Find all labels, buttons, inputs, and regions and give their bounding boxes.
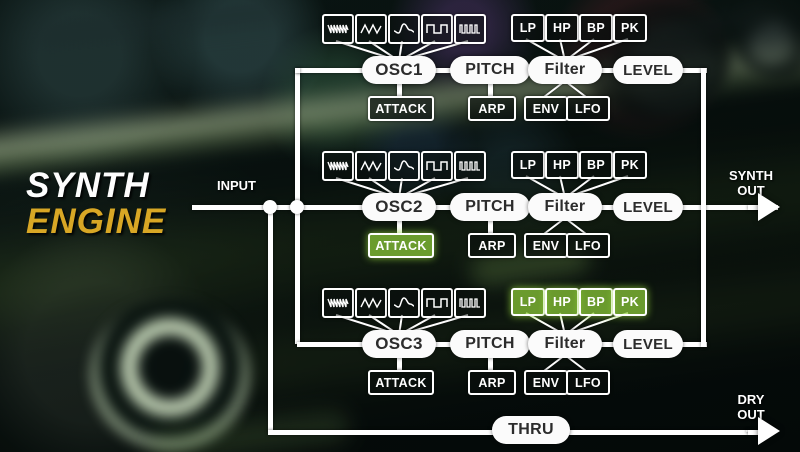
- level2-to-synth-out: [681, 205, 778, 210]
- row2-filter-mode-lp[interactable]: LP: [511, 151, 545, 179]
- row2-osc-to-attack: [397, 217, 402, 233]
- dry-out-line1: DRY: [737, 392, 765, 407]
- logo-line-engine: ENGINE: [26, 202, 167, 241]
- input-junction-node-1: [263, 200, 277, 214]
- waveform-triangle-icon[interactable]: [355, 288, 387, 318]
- row2-filter-mode-pk[interactable]: PK: [613, 151, 647, 179]
- osc3-to-pitch: [434, 342, 452, 347]
- row3-filter-mod-lfo[interactable]: LFO: [566, 370, 610, 395]
- row2-pitch-to-arp: [488, 217, 493, 233]
- row2-attack-button[interactable]: ATTACK: [368, 233, 434, 258]
- waveform-sawtooth-icon[interactable]: [322, 14, 354, 44]
- row1-pitch-to-arp: [488, 80, 493, 96]
- osc3-input-wire: [297, 342, 366, 347]
- brand-logo: SYNTH ENGINE: [26, 168, 166, 239]
- waveform-sine-icon[interactable]: [388, 151, 420, 181]
- waveform-square-icon[interactable]: [421, 288, 453, 318]
- row3-level-block[interactable]: LEVEL: [613, 330, 683, 358]
- row1-attack-button[interactable]: ATTACK: [368, 96, 434, 121]
- filter3-to-level: [600, 342, 615, 347]
- waveform-sawtooth-icon[interactable]: [322, 151, 354, 181]
- row2-arp-button[interactable]: ARP: [468, 233, 516, 258]
- row3-osc-to-attack: [397, 354, 402, 370]
- synth-out-arrow-icon: [758, 193, 780, 221]
- thru-wire-right: [565, 430, 748, 435]
- waveform-square-icon[interactable]: [421, 151, 453, 181]
- row1-filter-mode-pk[interactable]: PK: [613, 14, 647, 42]
- filter2-to-level: [600, 205, 615, 210]
- row1-osc-block[interactable]: OSC1: [362, 56, 436, 84]
- row1-filter-mode-bp[interactable]: BP: [579, 14, 613, 42]
- waveform-sine-icon[interactable]: [388, 288, 420, 318]
- row3-filter-mode-bp[interactable]: BP: [579, 288, 613, 316]
- level1-to-bus: [681, 68, 707, 73]
- level3-to-bus: [681, 342, 707, 347]
- row2-level-block[interactable]: LEVEL: [613, 193, 683, 221]
- waveform-square-icon[interactable]: [421, 14, 453, 44]
- row1-level-block[interactable]: LEVEL: [613, 56, 683, 84]
- dry-out-wire: [748, 430, 760, 435]
- filter1-to-level: [600, 68, 615, 73]
- row3-pitch-block[interactable]: PITCH: [450, 330, 530, 358]
- thru-branch-wire: [268, 207, 273, 432]
- waveform-sawtooth-icon[interactable]: [322, 288, 354, 318]
- row1-arp-button[interactable]: ARP: [468, 96, 516, 121]
- dry-out-label: DRY OUT: [716, 392, 786, 422]
- row2-pitch-block[interactable]: PITCH: [450, 193, 530, 221]
- thru-wire-left: [268, 430, 496, 435]
- row2-filter-mod-env[interactable]: ENV: [524, 233, 568, 258]
- dry-out-arrow-icon: [758, 417, 780, 445]
- waveform-pulse-icon[interactable]: [454, 151, 486, 181]
- row1-filter-mod-env[interactable]: ENV: [524, 96, 568, 121]
- row1-filter-mode-lp[interactable]: LP: [511, 14, 545, 42]
- row3-filter-block[interactable]: Filter: [528, 330, 602, 358]
- row3-filter-mod-env[interactable]: ENV: [524, 370, 568, 395]
- row3-pitch-to-arp: [488, 354, 493, 370]
- waveform-triangle-icon[interactable]: [355, 151, 387, 181]
- background-knob-bottom-left: [90, 300, 250, 450]
- row2-filter-mod-lfo[interactable]: LFO: [566, 233, 610, 258]
- waveform-pulse-icon[interactable]: [454, 14, 486, 44]
- synth-out-line2: OUT: [737, 183, 765, 198]
- input-label: INPUT: [217, 178, 256, 193]
- input-junction-node-2: [290, 200, 304, 214]
- row3-filter-mode-hp[interactable]: HP: [545, 288, 579, 316]
- row3-filter-mode-lp[interactable]: LP: [511, 288, 545, 316]
- row1-osc-to-attack: [397, 80, 402, 96]
- osc2-to-pitch: [434, 205, 452, 210]
- row1-pitch-block[interactable]: PITCH: [450, 56, 530, 84]
- logo-line-synth: SYNTH: [26, 166, 150, 205]
- row3-filter-mode-pk[interactable]: PK: [613, 288, 647, 316]
- osc2-input-wire: [297, 205, 366, 210]
- synth-output-collector-bus: [701, 68, 706, 347]
- osc1-input-wire: [297, 68, 366, 73]
- synth-out-line1: SYNTH: [728, 168, 774, 183]
- waveform-pulse-icon[interactable]: [454, 288, 486, 318]
- dry-out-line2: OUT: [737, 407, 765, 422]
- osc1-to-pitch: [434, 68, 452, 73]
- thru-block[interactable]: THRU: [492, 416, 570, 444]
- row2-osc-block[interactable]: OSC2: [362, 193, 436, 221]
- waveform-triangle-icon[interactable]: [355, 14, 387, 44]
- row2-filter-mode-bp[interactable]: BP: [579, 151, 613, 179]
- row2-filter-mode-hp[interactable]: HP: [545, 151, 579, 179]
- row3-attack-button[interactable]: ATTACK: [368, 370, 434, 395]
- row3-osc-block[interactable]: OSC3: [362, 330, 436, 358]
- row1-filter-mod-lfo[interactable]: LFO: [566, 96, 610, 121]
- synth-out-wire: [748, 205, 760, 210]
- spine-top-cap: [295, 68, 300, 73]
- synth-out-label: SYNTH OUT: [716, 168, 786, 198]
- row3-arp-button[interactable]: ARP: [468, 370, 516, 395]
- input-wire: [192, 205, 303, 210]
- row1-filter-block[interactable]: Filter: [528, 56, 602, 84]
- row1-filter-mode-hp[interactable]: HP: [545, 14, 579, 42]
- waveform-sine-icon[interactable]: [388, 14, 420, 44]
- row2-filter-block[interactable]: Filter: [528, 193, 602, 221]
